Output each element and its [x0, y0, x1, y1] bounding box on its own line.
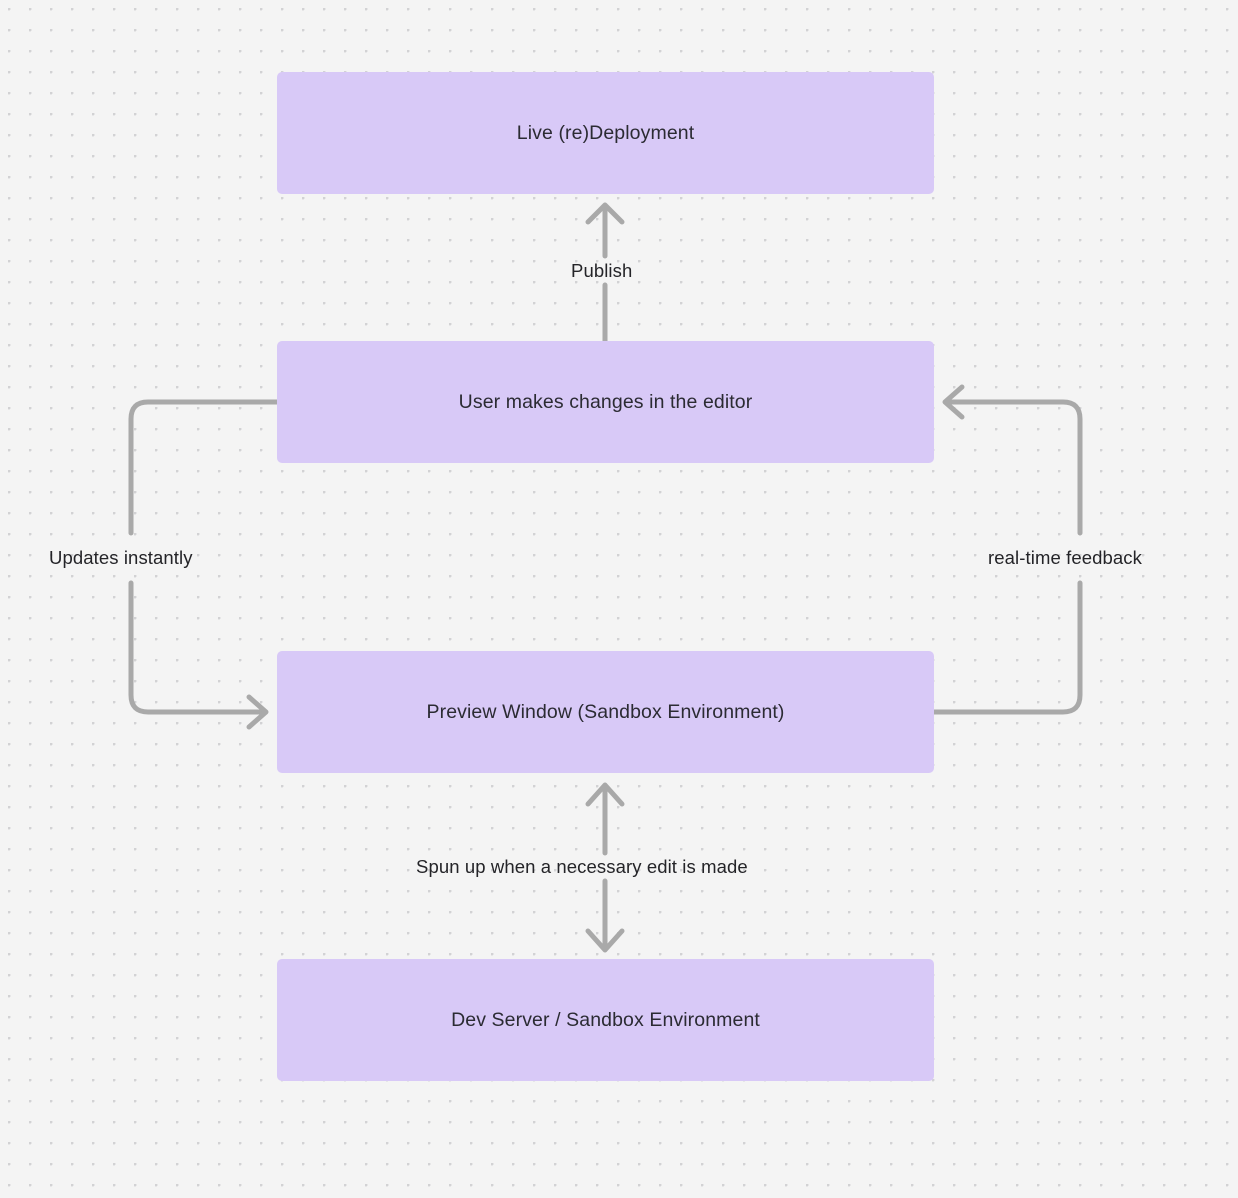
edge-label-spun-up: Spun up when a necessary edit is made	[416, 856, 748, 877]
node-live-deployment[interactable]: Live (re)Deployment	[277, 72, 934, 194]
node-label: User makes changes in the editor	[458, 390, 753, 413]
node-preview-window[interactable]: Preview Window (Sandbox Environment)	[277, 651, 934, 773]
edge-label-updates-instantly: Updates instantly	[49, 547, 193, 568]
node-user-edits[interactable]: User makes changes in the editor	[277, 341, 934, 463]
node-dev-server[interactable]: Dev Server / Sandbox Environment	[277, 959, 934, 1081]
edge-label-publish: Publish	[571, 260, 633, 281]
node-label: Live (re)Deployment	[516, 121, 695, 144]
node-label: Preview Window (Sandbox Environment)	[426, 700, 785, 723]
node-label: Dev Server / Sandbox Environment	[451, 1008, 760, 1031]
edge-label-real-time-feedback: real-time feedback	[988, 547, 1142, 568]
